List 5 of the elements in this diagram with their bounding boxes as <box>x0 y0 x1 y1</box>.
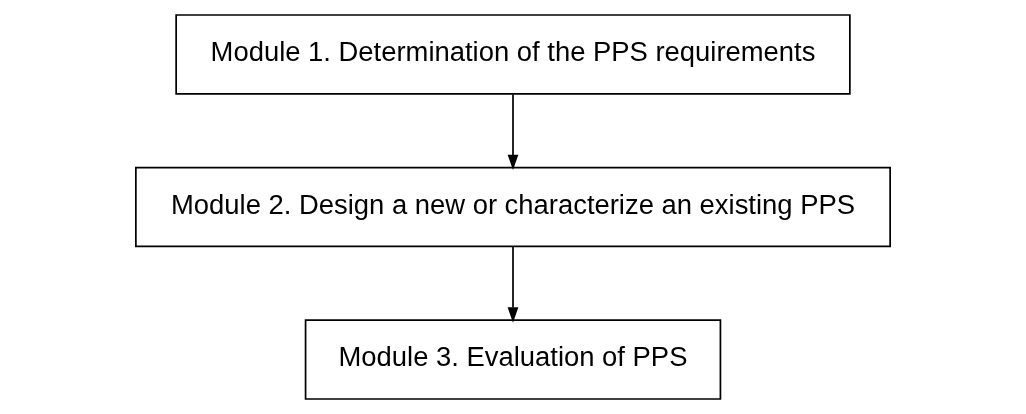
node-box: Module 1. Determination of the PPS requirements <box>175 14 851 95</box>
node-box: Module 3. Evaluation of PPS <box>304 319 722 400</box>
arrow <box>507 93 519 171</box>
node-box: Module 2. Design a new or characterize an existing PPS <box>135 166 891 248</box>
arrow <box>507 246 519 323</box>
